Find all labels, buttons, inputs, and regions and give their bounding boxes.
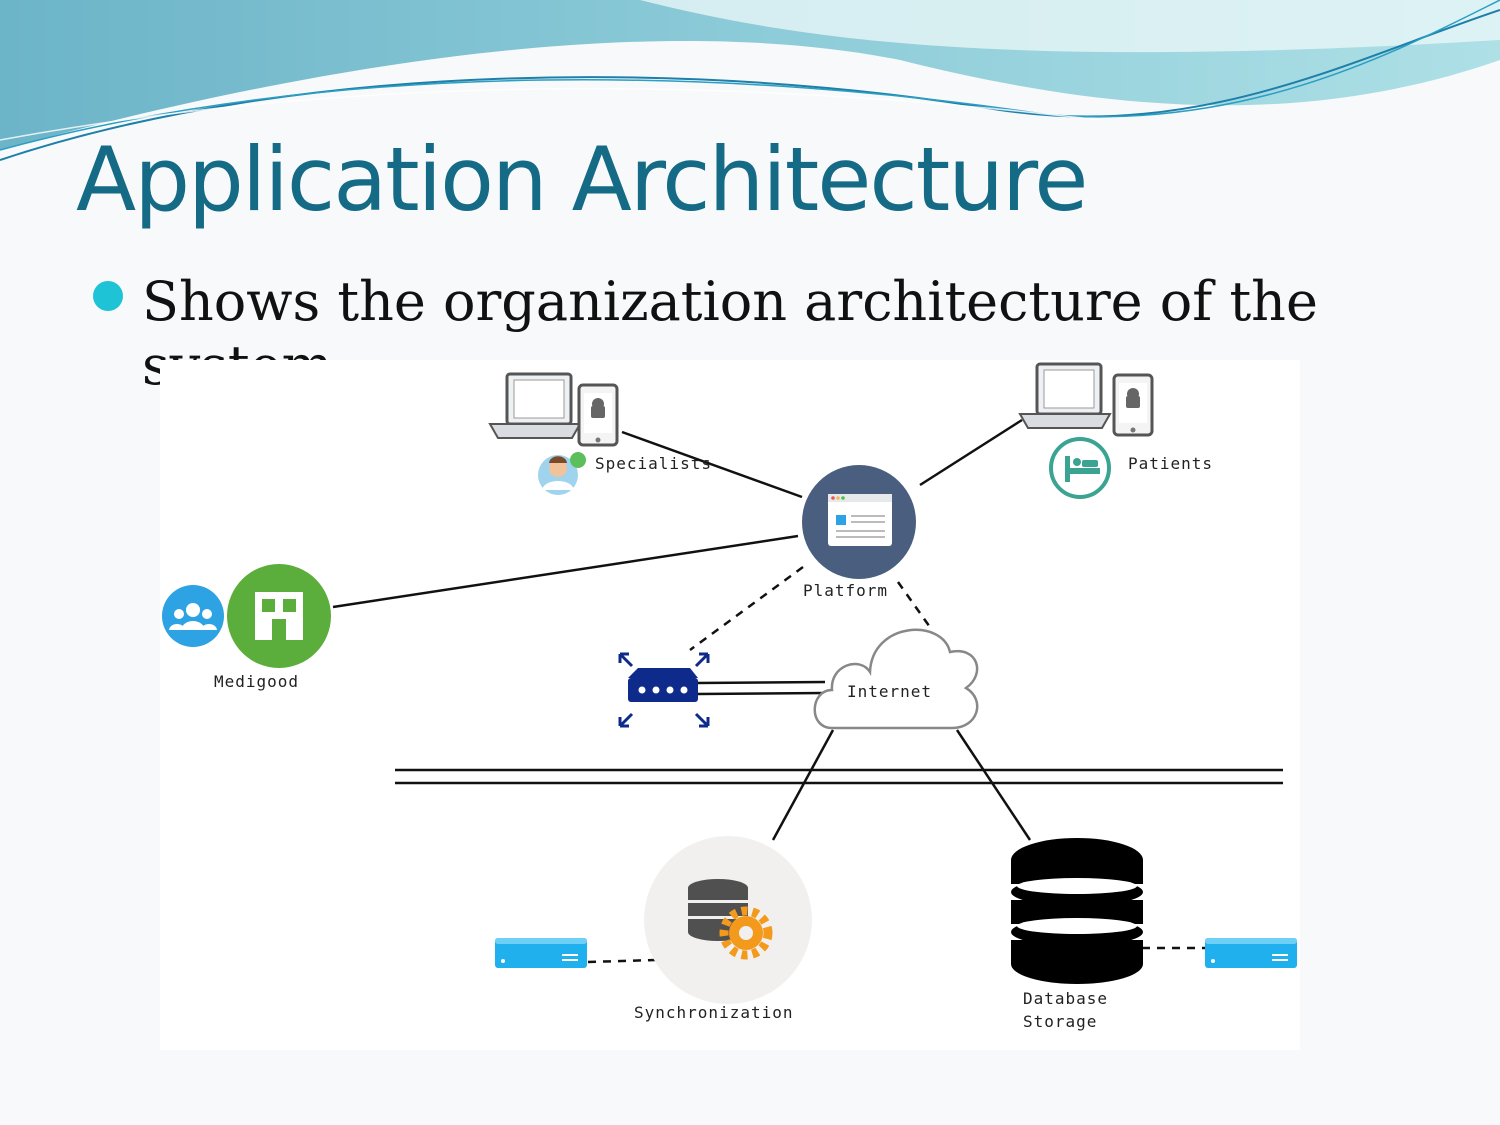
specialists-label: Specialists bbox=[595, 454, 712, 473]
laptop-icon bbox=[488, 372, 582, 439]
slide-title: Application Architecture bbox=[76, 128, 1088, 231]
cloud-icon bbox=[813, 628, 979, 730]
synchronization-label: Synchronization bbox=[634, 1003, 794, 1022]
hospital-building-icon bbox=[227, 564, 331, 668]
database-label-line1: Database bbox=[1023, 989, 1108, 1008]
connector-lines bbox=[332, 418, 1283, 964]
server-icon bbox=[1205, 938, 1297, 968]
server-icon bbox=[495, 938, 587, 968]
android-phone-icon bbox=[1112, 373, 1154, 437]
laptop-icon bbox=[1018, 362, 1112, 429]
android-phone-icon bbox=[577, 383, 619, 447]
hospital-bed-icon bbox=[1049, 437, 1111, 499]
database-stack-icon bbox=[1011, 838, 1143, 984]
team-icon bbox=[162, 585, 224, 647]
platform-label: Platform bbox=[803, 581, 888, 600]
browser-window-icon bbox=[802, 465, 916, 579]
wave-header-decoration bbox=[0, 0, 1500, 161]
bullet-icon bbox=[93, 281, 123, 311]
patients-label: Patients bbox=[1128, 454, 1213, 473]
database-label-line2: Storage bbox=[1023, 1012, 1097, 1031]
internet-label: Internet bbox=[847, 682, 932, 701]
medigood-label: Medigood bbox=[214, 672, 299, 691]
gear-icon bbox=[719, 906, 773, 960]
router-icon bbox=[618, 652, 710, 728]
architecture-diagram: Specialists Patients bbox=[160, 360, 1300, 1050]
doctor-avatar-icon bbox=[538, 452, 586, 495]
